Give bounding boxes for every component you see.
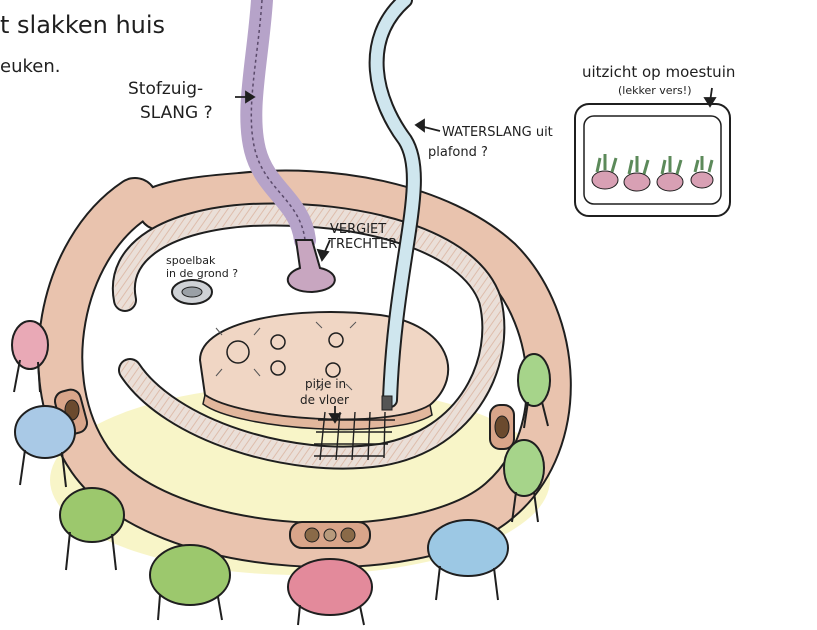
window-icon — [575, 104, 730, 216]
plate-icon-3 — [490, 405, 514, 449]
waterslang-label-1: WATERSLANG uit — [442, 125, 553, 140]
water-hose-nozzle — [382, 396, 392, 410]
stool-6 — [428, 520, 508, 600]
stool-5 — [288, 559, 372, 625]
spoelbak-label-1: spoelbak — [166, 254, 216, 267]
plant-icon — [592, 154, 713, 191]
lekker-vers-label: (lekker vers!) — [618, 84, 691, 97]
pitje-label-2: de vloer — [300, 393, 349, 407]
title-line-2: euken. — [0, 56, 60, 77]
sink-icon — [172, 280, 212, 304]
stofzuig-label-2: SLANG ? — [140, 103, 213, 123]
title-line-1: t slakken huis — [0, 11, 165, 39]
vergiet-label-1: VERGIET — [330, 222, 386, 237]
plate-icon-2 — [290, 522, 370, 548]
vergiet-label-2: TRECHTER — [327, 237, 397, 252]
pitje-label-1: pitje in — [305, 377, 346, 391]
stofzuig-label-1: Stofzuig- — [128, 79, 203, 99]
stool-4 — [150, 545, 230, 620]
spoelbak-label-2: in de grond ? — [166, 267, 238, 280]
uitzicht-label: uitzicht op moestuin — [582, 63, 735, 81]
waterslang-label-2: plafond ? — [428, 145, 488, 160]
stool-3 — [60, 488, 124, 570]
